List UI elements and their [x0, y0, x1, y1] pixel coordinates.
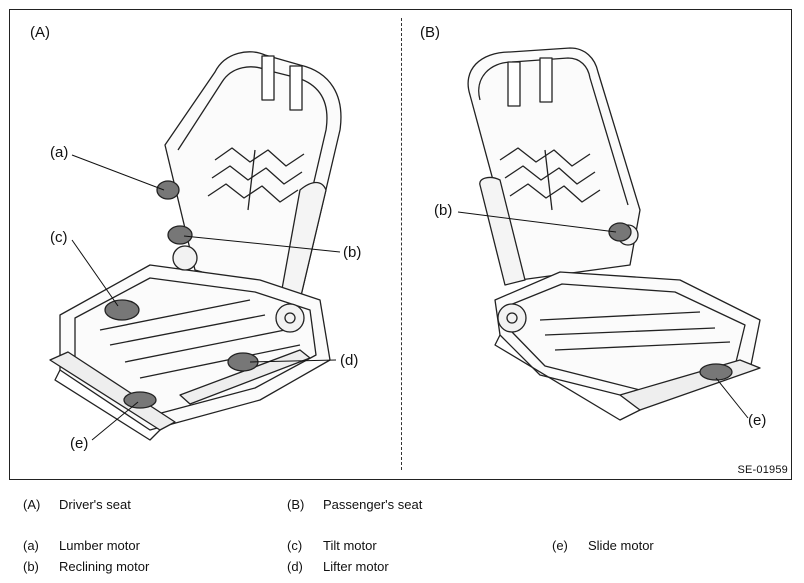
driver-seat-illustration — [49, 51, 342, 441]
legend-key: (d) — [287, 559, 303, 574]
callout-a-lumber: (a) — [50, 144, 69, 161]
legend-text: Slide motor — [588, 538, 654, 553]
callout-b-reclining-passenger: (b) — [434, 202, 453, 219]
figure-id: SE-01959 — [737, 464, 788, 476]
leader-lines — [71, 154, 749, 441]
callout-d-lifter: (d) — [340, 352, 359, 369]
legend-key: (A) — [23, 497, 41, 512]
legend-key: (a) — [23, 538, 39, 553]
legend-key: (e) — [552, 538, 568, 553]
callout-c-tilt: (c) — [50, 229, 68, 246]
diagram-frame — [9, 9, 792, 480]
callout-e-slide-passenger: (e) — [748, 412, 767, 429]
panel-label-b: (B) — [420, 24, 440, 41]
legend-text: Reclining motor — [59, 559, 150, 574]
legend-text: Driver's seat — [59, 497, 131, 512]
legend-text: Tilt motor — [323, 538, 377, 553]
passenger-seat-illustration — [467, 47, 761, 421]
legend-text: Lumber motor — [59, 538, 140, 553]
legend-key: (B) — [287, 497, 305, 512]
callout-b-reclining: (b) — [343, 244, 362, 261]
legend-text: Passenger's seat — [323, 497, 423, 512]
legend-key: (c) — [287, 538, 303, 553]
legend-key: (b) — [23, 559, 39, 574]
callout-e-slide: (e) — [70, 435, 89, 452]
panel-divider — [401, 18, 402, 470]
panel-label-a: (A) — [30, 24, 50, 41]
legend-text: Lifter motor — [323, 559, 389, 574]
